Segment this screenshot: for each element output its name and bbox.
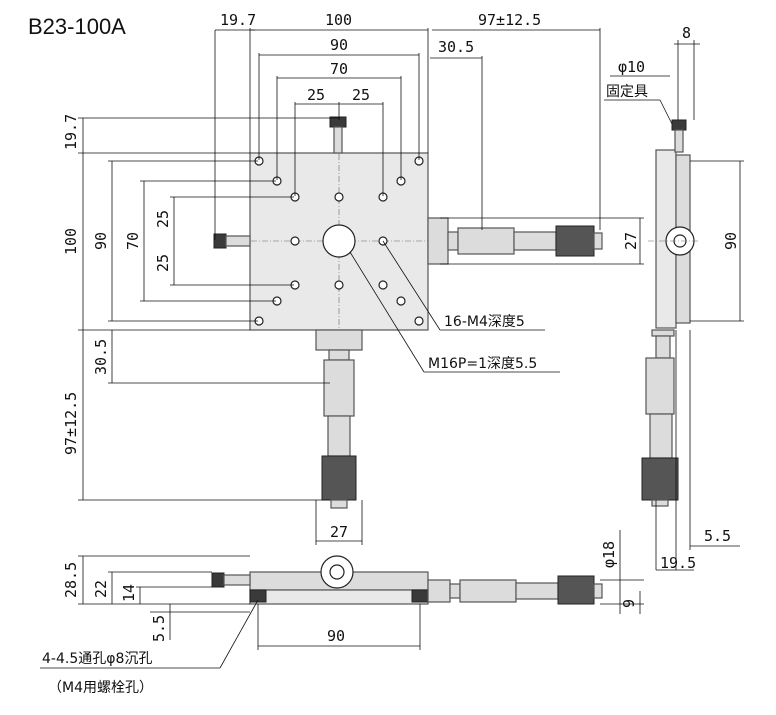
dim-97-left: 97±12.5: [62, 392, 80, 455]
dim-8: 8: [682, 24, 691, 42]
dim-5-5-right: 5.5: [704, 527, 731, 545]
micrometer-dimensions: 27 27: [315, 217, 644, 545]
dim-90-top: 90: [330, 36, 348, 54]
dim-14: 14: [120, 584, 138, 602]
note-center-hole: M16P=1深度5.5: [428, 356, 537, 372]
dim-30-5-top: 30.5: [438, 38, 474, 56]
dim-9: 9: [620, 599, 638, 608]
dim-phi-18: φ18: [600, 541, 618, 568]
dim-22: 22: [92, 580, 110, 598]
dim-70-top: 70: [330, 60, 348, 78]
left-clamp-knob: [213, 233, 227, 249]
top-clamp-knob: [329, 116, 347, 128]
top-dimensions: 19.7 100 97±12.5 90 30.5 70 25 25: [214, 11, 601, 240]
dim-25-top-a: 25: [307, 86, 325, 104]
note-through-holes: 4-4.5通孔φ8沉孔: [42, 651, 152, 667]
dim-30-5-left: 30.5: [92, 339, 110, 375]
dim-100-left: 100: [62, 228, 80, 255]
dim-19-7-top: 19.7: [220, 11, 256, 29]
dim-90-side: 90: [722, 232, 740, 250]
note-fixture: 固定具: [606, 84, 648, 100]
dim-5-5-bottom: 5.5: [150, 615, 168, 642]
dim-25-left-a: 25: [154, 210, 172, 228]
center-hole: [322, 224, 356, 258]
dim-19-5: 19.5: [660, 554, 696, 572]
front-view: 28.5 22 14 5.5 90 φ18 9 4-4.5通孔φ8沉孔 （M4用…: [40, 530, 644, 696]
note-bolt-holes: （M4用螺栓孔）: [48, 680, 153, 696]
side-view: 90 8 φ10 固定具 5.5 19.5: [604, 24, 744, 572]
dim-97-top: 97±12.5: [478, 11, 541, 29]
dim-70-left: 70: [124, 232, 142, 250]
dim-28-5: 28.5: [62, 562, 80, 598]
model-title: B23-100A: [28, 14, 126, 39]
dim-25-left-b: 25: [154, 254, 172, 272]
dim-27-bottom: 27: [330, 523, 348, 541]
micrometer-right: [427, 217, 603, 265]
dim-27-right: 27: [622, 232, 640, 250]
dim-19-7-left: 19.7: [62, 114, 80, 150]
dim-90-bottom: 90: [327, 627, 345, 645]
dim-90-left: 90: [92, 232, 110, 250]
dim-25-top-b: 25: [352, 86, 370, 104]
dim-phi-10: φ10: [618, 58, 645, 76]
note-leaders: 16-M4深度5 M16P=1深度5.5: [349, 240, 560, 373]
left-dimensions: 19.7 100 90 70 25 25 30.5 97±12.5: [62, 114, 340, 501]
note-tapped-holes: 16-M4深度5: [444, 314, 525, 330]
micrometer-bottom: [315, 329, 363, 509]
top-view: [213, 116, 603, 509]
dim-100-top: 100: [325, 11, 352, 29]
